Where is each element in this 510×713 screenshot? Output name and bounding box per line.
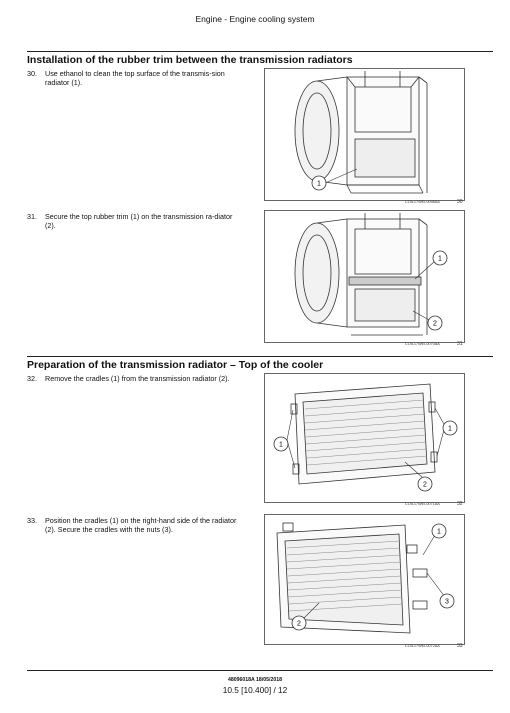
figure-code: COIL17WEL0072AA	[405, 644, 440, 648]
figure-number: 33	[457, 643, 463, 649]
page-header: Engine - Engine cooling system	[195, 14, 315, 24]
figure-32: 1 1 2	[264, 373, 465, 503]
section-title: Preparation of the transmission radiator…	[27, 359, 324, 371]
figure-33: 1 3 2	[264, 514, 465, 645]
section-rule	[27, 356, 493, 357]
figure-number: 32	[457, 501, 463, 507]
figure-code: COIL17WEL0070AA	[405, 342, 440, 346]
callout-label: 2	[297, 621, 301, 628]
figure-code: COIL17WEL0096AA	[405, 200, 440, 204]
page-number: 10.5 [10.400] / 12	[222, 685, 288, 695]
callout-marker	[311, 175, 327, 191]
figure-31: 1 2	[264, 210, 465, 343]
callout-marker	[442, 420, 458, 436]
callout-marker	[427, 315, 443, 331]
step-text: Position the cradles (1) on the right-ha…	[45, 516, 237, 534]
document-id: 48096018A 18/05/2018	[227, 677, 283, 683]
figure-code: COIL17WEL0071AA	[405, 502, 440, 506]
step-number: 32.	[27, 374, 37, 383]
section-title: Installation of the rubber trim between …	[27, 54, 353, 66]
step-number: 31.	[27, 212, 37, 221]
callout-marker	[432, 250, 448, 266]
step-text: Secure the top rubber trim (1) on the tr…	[45, 212, 233, 230]
radiator-assembly-illustration: 1	[294, 71, 428, 194]
callout-label: 3	[445, 599, 449, 606]
callout-label: 1	[448, 426, 452, 433]
transmission-radiator-illustration: 1 1 2	[273, 383, 458, 492]
radiator-assembly-illustration: 1 2	[294, 213, 448, 336]
callout-label: 1	[279, 442, 283, 449]
callout-marker	[291, 615, 307, 631]
step-text: Use ethanol to clean the top surface of …	[45, 69, 225, 87]
footer-rule	[27, 670, 493, 671]
callout-marker	[273, 436, 289, 452]
callout-label: 1	[317, 181, 321, 188]
callout-label: 2	[433, 321, 437, 328]
figure-30: 1	[264, 68, 465, 201]
step-text: Remove the cradles (1) from the transmis…	[45, 374, 230, 383]
figure-number: 30	[457, 199, 463, 205]
section-rule	[27, 51, 493, 52]
callout-label: 1	[437, 529, 441, 536]
callout-label: 2	[423, 482, 427, 489]
callout-label: 1	[438, 256, 442, 263]
step-number: 30.	[27, 69, 37, 78]
step-number: 33.	[27, 516, 37, 525]
callout-marker	[439, 593, 455, 609]
transmission-radiator-illustration: 1 3 2	[276, 522, 455, 634]
callout-marker	[431, 523, 447, 539]
figure-number: 31	[457, 341, 463, 347]
callout-marker	[417, 476, 433, 492]
